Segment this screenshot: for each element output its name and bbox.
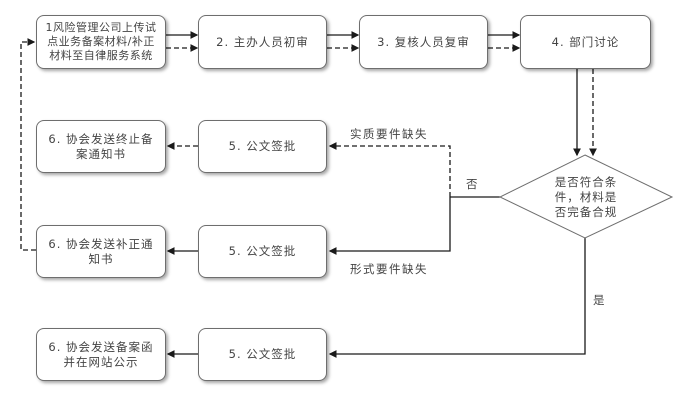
edge-formal-missing [328,197,451,255]
node-result-filed: 6. 协会发送备案函并在网站公示 [36,328,166,381]
node-approve-mid: 5. 公文签批 [198,225,327,278]
label-formal-missing: 形式要件缺失 [350,262,428,276]
decision-diamond [498,154,674,239]
decision-text: 是否符合条件，材料是否完备合规 [554,175,618,219]
node-step1: 1风险管理公司上传试点业务备案材料/补正材料至自律服务系统 [36,15,166,69]
edge-decision-yes [328,238,586,358]
node-step4: 4. 部门讨论 [520,15,651,69]
node-result-supplement: 6. 协会发送补正通知书 [36,225,166,278]
label-substantive-missing: 实质要件缺失 [350,127,428,141]
edge-substantive-missing [328,142,451,197]
node-result-terminate: 6. 协会发送终止备案通知书 [36,120,166,173]
node-approve-top: 5. 公文签批 [198,120,327,173]
node-step3: 3. 复核人员复审 [359,15,488,69]
label-yes: 是 [593,293,606,307]
edge-loop-back [20,38,36,251]
node-approve-bottom: 5. 公文签批 [198,328,327,381]
node-step2: 2. 主办人员初审 [198,15,327,69]
label-no: 否 [466,177,479,191]
